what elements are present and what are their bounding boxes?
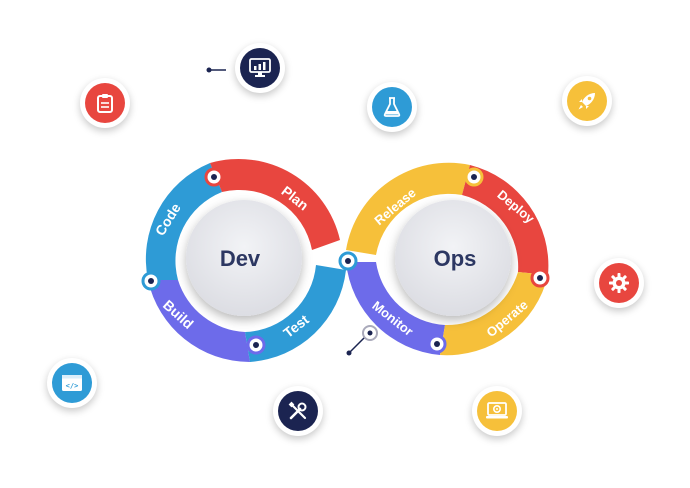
segment-build: [148, 280, 250, 363]
gear-icon: [609, 273, 629, 293]
dev-hub: [186, 200, 302, 316]
clipboard-icon: [97, 94, 113, 113]
ops-hub: [395, 200, 511, 316]
flask-icon: [383, 97, 401, 117]
segment-deploy: [462, 165, 549, 275]
laptop-gear-icon: [486, 402, 508, 419]
svg-text:</>: </>: [66, 382, 79, 390]
code-window-badge: </>: [47, 358, 97, 408]
tools-badge: [273, 386, 323, 436]
segment-code: [145, 163, 222, 280]
rocket-badge: [562, 76, 612, 126]
segment-monitor: [346, 262, 445, 355]
ops-hub-label: Ops: [434, 246, 477, 271]
code-window-icon: </>: [62, 375, 82, 391]
ring-nodes: [141, 167, 550, 355]
laptop-gear-badge: [472, 386, 522, 436]
rocket-icon: [578, 93, 595, 110]
tools-icon: [288, 401, 307, 420]
monitor-chart-icon: [249, 58, 271, 77]
segment-test: [245, 265, 346, 362]
segment-plan: [210, 158, 340, 250]
monitor-chart-badge: [235, 43, 285, 93]
flask-badge: [367, 82, 417, 132]
dev-hub-label: Dev: [220, 246, 261, 271]
segment-release: [346, 162, 470, 255]
gear-badge: [594, 258, 644, 308]
segment-operate: [440, 272, 548, 356]
clipboard-badge: [80, 78, 130, 128]
